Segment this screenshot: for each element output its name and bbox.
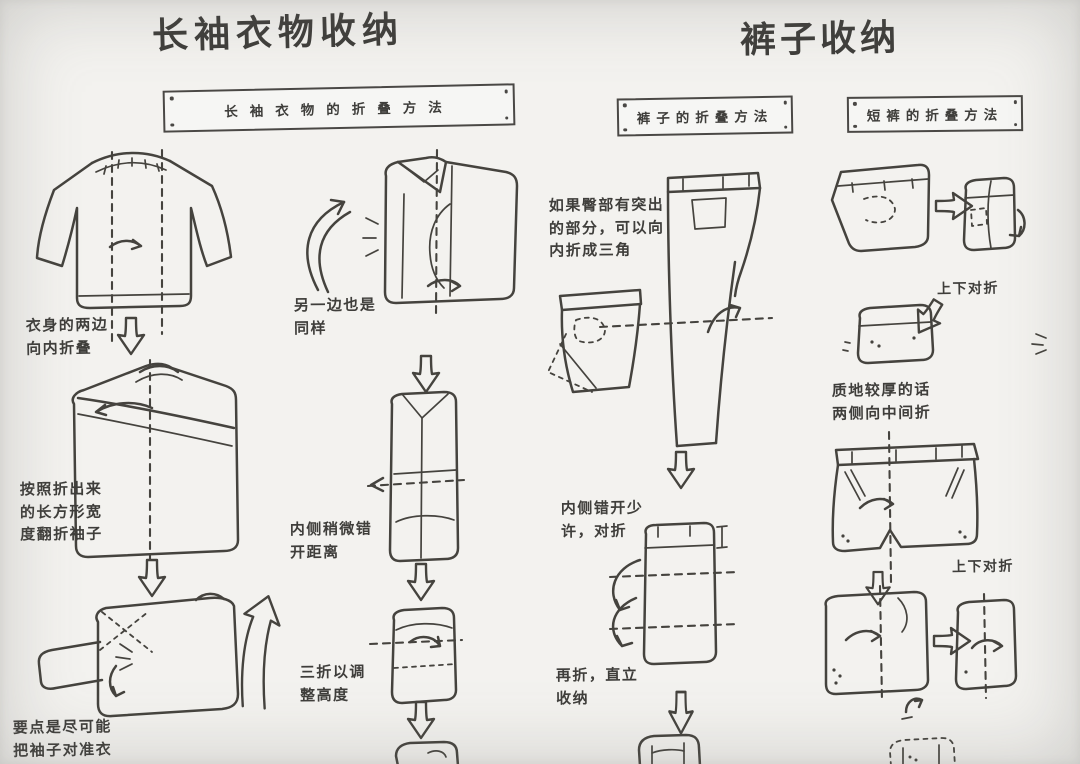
shorts-rolled-small-drawing xyxy=(962,176,1026,252)
corner-dot xyxy=(853,124,857,128)
shirt-folded-narrow-drawing xyxy=(366,390,466,563)
corner-dot xyxy=(783,100,787,105)
note-fold-sleeves: 按照折出来 的长方形宽 度翻折袖子 xyxy=(19,479,103,544)
method-box-long-sleeve: 长袖衣物的折叠方法 xyxy=(162,83,516,133)
corner-dot xyxy=(852,101,857,106)
sweater-flat-drawing xyxy=(35,148,233,346)
sweater-folded-side-drawing xyxy=(71,358,240,582)
pants-folded-stack-drawing xyxy=(608,521,740,666)
note-key-point: 要点是尽可能 把袖子对准衣 xyxy=(12,717,113,760)
sweater-fold-sleeve-drawing xyxy=(37,592,240,718)
shirt-bundle-cutoff-drawing xyxy=(394,740,460,764)
shirt-folded-vertical-drawing xyxy=(362,148,519,318)
corner-dot xyxy=(1013,122,1018,127)
note-offset-fold: 内侧错开少 许，对折 xyxy=(560,498,644,540)
down-arrow-icon xyxy=(406,562,436,602)
right-arrow-icon xyxy=(932,626,972,656)
shirt-bundle-drawing xyxy=(368,606,464,705)
pants-full-drawing xyxy=(598,171,774,448)
note-thick-fabric: 质地较厚的话 两侧向中间折 xyxy=(831,380,932,423)
corner-dot xyxy=(1013,100,1017,104)
shorts-folded-side-drawing xyxy=(830,163,931,253)
flip-swoosh-arrow-icon xyxy=(306,198,352,294)
shorts-folded-half-drawing xyxy=(824,584,930,704)
note-fold-sides: 衣身的两边 向内折叠 xyxy=(25,315,109,358)
corner-dot xyxy=(169,96,174,101)
corner-dot xyxy=(622,103,627,107)
pants-back-fold-drawing xyxy=(547,288,643,394)
shorts-bundle-drawing xyxy=(842,303,1047,365)
down-arrow-icon xyxy=(667,690,695,735)
right-section-title: 裤子收纳 xyxy=(739,17,901,62)
down-left-arrow-icon xyxy=(906,293,951,341)
pants-roll-cutoff-drawing xyxy=(637,733,702,764)
note-offset: 内侧稍微错 开距离 xyxy=(289,519,373,561)
method-box-label: 裤子的折叠方法 xyxy=(636,108,774,128)
note-other-side: 另一边也是 同样 xyxy=(293,295,377,337)
shorts-roll-cutoff-drawing xyxy=(889,737,956,764)
corner-dot xyxy=(783,125,788,129)
corner-dot xyxy=(623,127,627,132)
note-three-fold: 三折以调 整高度 xyxy=(299,662,366,704)
corner-dot xyxy=(504,89,508,94)
note-fold-half-1: 上下对折 xyxy=(936,280,1000,298)
down-arrow-icon xyxy=(116,316,146,356)
shorts-rolled-square-drawing xyxy=(954,592,1018,700)
down-arrow-icon xyxy=(865,570,891,606)
left-section-title: 长袖衣物收纳 xyxy=(151,9,405,58)
down-arrow-icon xyxy=(411,354,441,394)
small-roll-arrow-icon xyxy=(901,697,924,720)
note-hip: 如果臀部有突出 的部分，可以向 内折成三角 xyxy=(548,195,665,260)
down-arrow-icon xyxy=(666,450,696,490)
corner-dot xyxy=(504,115,509,120)
repeat-up-arrow-icon xyxy=(240,595,281,710)
note-fold-half-2: 上下对折 xyxy=(951,558,1015,576)
method-box-label: 短裤的折叠方法 xyxy=(866,107,1004,125)
note-refold: 再折，直立 收纳 xyxy=(555,665,639,707)
down-arrow-icon xyxy=(406,700,436,740)
method-box-pants: 裤子的折叠方法 xyxy=(616,95,794,137)
shorts-front-drawing xyxy=(831,430,980,584)
method-box-label: 长袖衣物的折叠方法 xyxy=(224,99,454,121)
down-arrow-icon xyxy=(137,558,167,598)
method-box-shorts: 短裤的折叠方法 xyxy=(846,95,1024,133)
corner-dot xyxy=(170,122,174,127)
